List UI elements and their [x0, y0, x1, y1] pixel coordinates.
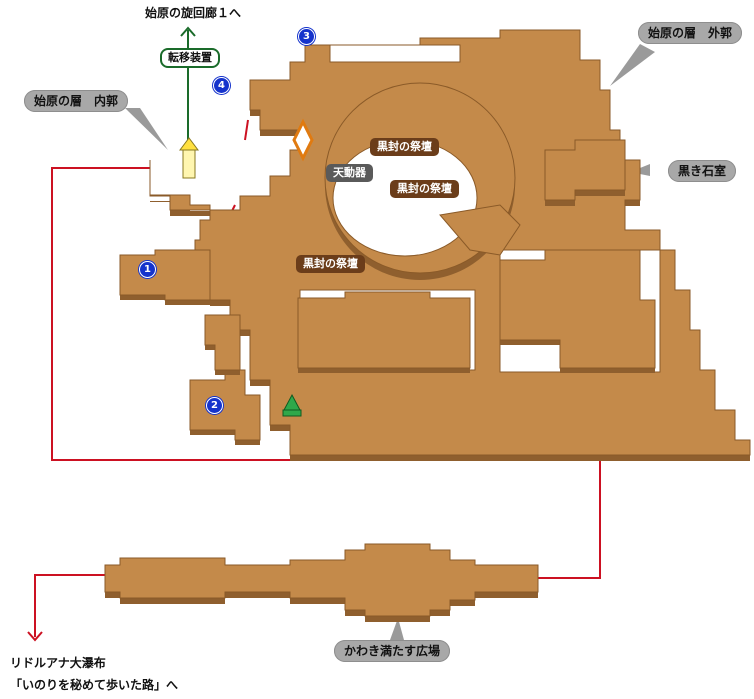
altar-label-3: 黒封の祭壇 [296, 255, 365, 273]
crystal-icon[interactable] [292, 118, 314, 162]
outer-bailey-label: 始原の層 外郭 [638, 22, 743, 44]
courtyard-blocks [297, 249, 656, 373]
to-waterfall-label-2[interactable]: 「いのりを秘めて歩いた路」へ [10, 678, 179, 692]
central-ring [324, 82, 521, 280]
marker-1[interactable]: 1 [139, 261, 156, 278]
marker-3[interactable]: 3 [298, 28, 315, 45]
teleport-link [180, 26, 196, 150]
teleporter-label: 転移装置 [160, 48, 220, 68]
plaza-strip [104, 543, 539, 622]
altar-label-1: 黒封の祭壇 [370, 138, 439, 156]
npc-icon[interactable] [282, 393, 302, 417]
marker-2[interactable]: 2 [206, 397, 223, 414]
tendouki-label: 天動器 [326, 164, 373, 182]
inner-bailey-label: 始原の層 内郭 [24, 90, 129, 112]
black-stone-room-label: 黒き石室 [668, 160, 737, 182]
plaza-label: かわき満たす広場 [334, 640, 451, 662]
to-waterfall-label-1[interactable]: リドルアナ大瀑布 [10, 656, 106, 670]
teleporter-icon[interactable] [179, 137, 199, 179]
to-corridor-label[interactable]: 始原の旋回廊１へ [145, 6, 242, 20]
altar-label-2: 黒封の祭壇 [390, 180, 459, 198]
marker-4[interactable]: 4 [213, 77, 230, 94]
left-wing [119, 249, 261, 445]
black-stone-room-block [544, 139, 626, 206]
